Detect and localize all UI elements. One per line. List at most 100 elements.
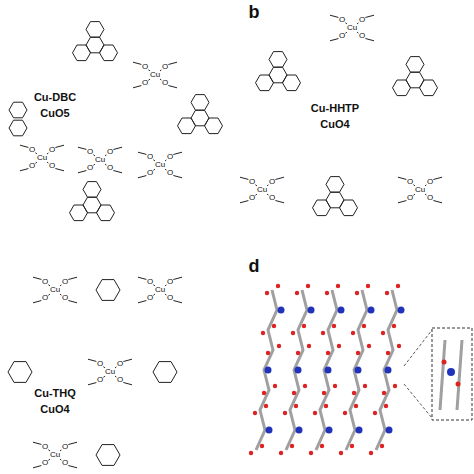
oxygen-atom: O xyxy=(61,294,68,302)
oxygen-atom: O xyxy=(166,153,173,161)
o-atom xyxy=(294,404,298,408)
cu-atom xyxy=(266,427,273,434)
layer-sticks xyxy=(376,290,397,450)
oxygen-atom: O xyxy=(61,459,68,467)
benzene-ring xyxy=(86,22,104,38)
oxygen-atom: O xyxy=(41,459,48,467)
benzene-ring xyxy=(256,75,274,91)
o-c-bond xyxy=(123,359,132,361)
o-atom xyxy=(362,324,366,328)
copper-atom: Cu xyxy=(346,24,357,32)
o-atom xyxy=(279,451,283,455)
o-atom xyxy=(313,411,317,415)
o-atom xyxy=(355,291,359,295)
benzene-ring xyxy=(178,118,196,134)
cu-atom xyxy=(368,307,375,314)
o-c-bond xyxy=(168,62,177,64)
oxygen-atom: O xyxy=(406,178,413,186)
oxygen-atom: O xyxy=(166,294,173,302)
cu-atom xyxy=(338,307,345,314)
oxygen-atom: O xyxy=(358,16,365,24)
inset-box xyxy=(432,328,472,420)
oxygen-atom: O xyxy=(41,443,48,451)
cu-atom xyxy=(296,427,303,434)
o-atom xyxy=(397,344,401,348)
o-atom xyxy=(363,384,367,388)
oxygen-atom: O xyxy=(166,278,173,286)
benzene-ring xyxy=(420,80,438,96)
o-atom xyxy=(302,324,306,328)
o-atom xyxy=(290,444,294,448)
o-atom xyxy=(385,291,389,295)
coordination-label: CuO4 xyxy=(40,404,69,415)
copper-atom: Cu xyxy=(414,186,425,194)
oxygen-atom: O xyxy=(28,146,35,154)
o-atom xyxy=(332,324,336,328)
cu-atom xyxy=(265,367,272,374)
o-c-bond xyxy=(68,465,77,467)
coordination-label: CuO5 xyxy=(40,108,69,119)
cu-atom xyxy=(447,368,455,376)
cu-atom xyxy=(325,367,332,374)
copper-atom: Cu xyxy=(94,156,105,164)
o-atom xyxy=(273,384,277,388)
o-atom xyxy=(386,351,390,355)
oxygen-atom: O xyxy=(106,164,113,172)
o-c-bond xyxy=(365,38,374,40)
o-atom xyxy=(367,344,371,348)
oxygen-atom: O xyxy=(426,194,433,202)
o-atom xyxy=(249,451,253,455)
o-c-bond xyxy=(173,175,182,177)
oxygen-atom: O xyxy=(86,164,93,172)
o-atom xyxy=(382,391,386,395)
oxygen-atom: O xyxy=(41,278,48,286)
cu-atom xyxy=(386,427,393,434)
o-atom xyxy=(456,382,461,387)
o-c-bond xyxy=(68,442,77,444)
o-atom xyxy=(272,324,276,328)
benzene-ring xyxy=(283,75,301,91)
oxygen-atom: O xyxy=(96,376,103,384)
o-atom xyxy=(369,451,373,455)
oxygen-atom: O xyxy=(406,194,413,202)
o-atom xyxy=(356,351,360,355)
benzene-ring xyxy=(97,205,115,221)
benzene-ring xyxy=(96,280,120,301)
oxygen-atom: O xyxy=(268,178,275,186)
o-atom xyxy=(392,324,396,328)
o-c-bond xyxy=(275,177,284,179)
o-atom xyxy=(262,391,266,395)
oxygen-atom: O xyxy=(248,194,255,202)
benzene-ring xyxy=(70,205,88,221)
benzene-ring xyxy=(100,45,118,61)
o-atom xyxy=(350,444,354,448)
o-atom xyxy=(321,331,325,335)
copper-atom: Cu xyxy=(36,154,47,162)
benzene-ring xyxy=(313,200,331,216)
o-c-bond xyxy=(433,200,442,202)
layer-sticks xyxy=(256,290,277,450)
coordination-label: CuO4 xyxy=(320,119,349,130)
o-atom xyxy=(339,451,343,455)
oxygen-atom: O xyxy=(86,148,93,156)
layer-sticks xyxy=(286,290,307,450)
o-atom xyxy=(322,391,326,395)
benzene-ring xyxy=(326,177,344,193)
benzene-ring xyxy=(406,57,424,73)
copper-atom: Cu xyxy=(154,161,165,169)
oxygen-atom: O xyxy=(161,79,168,87)
o-atom xyxy=(264,404,268,408)
benzene-ring xyxy=(9,120,27,136)
o-atom xyxy=(306,284,310,288)
o-atom xyxy=(277,344,281,348)
o-c-bond xyxy=(173,300,182,302)
oxygen-atom: O xyxy=(161,63,168,71)
benzene-ring xyxy=(340,200,358,216)
benzene-ring xyxy=(205,118,223,134)
layer-sticks xyxy=(316,290,337,450)
oxygen-atom: O xyxy=(116,376,123,384)
o-c-bond xyxy=(113,147,122,149)
o-atom xyxy=(303,384,307,388)
o-atom xyxy=(295,291,299,295)
